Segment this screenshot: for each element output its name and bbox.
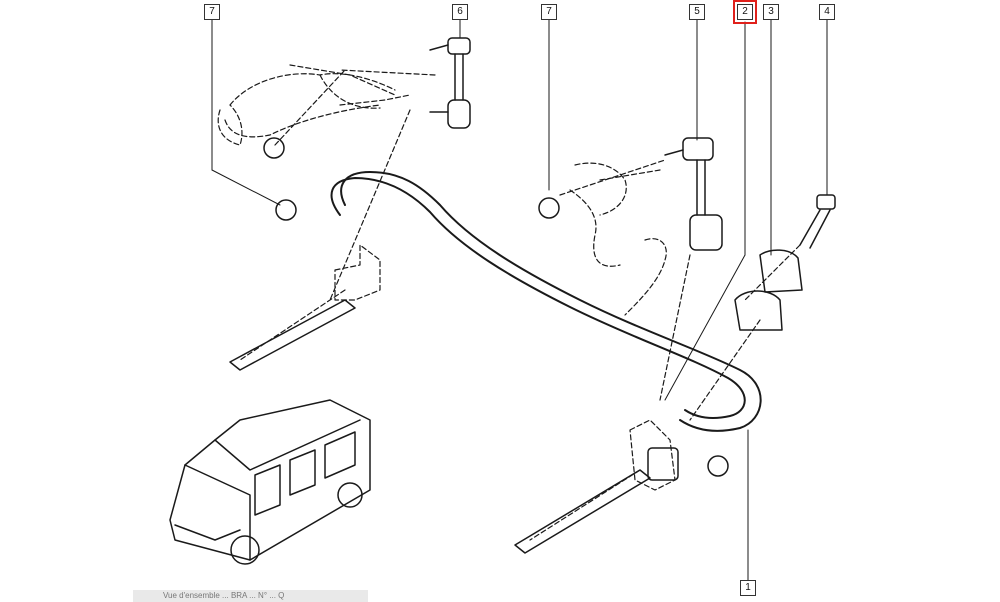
bolt — [799, 194, 836, 249]
van-illustration — [169, 399, 371, 565]
callout-1[interactable]: 1 — [740, 580, 756, 596]
callout-4[interactable]: 4 — [819, 4, 835, 20]
bushings — [734, 249, 803, 331]
callout-2-highlighted[interactable]: 2 — [733, 0, 757, 24]
dashed-phantom-parts — [217, 64, 801, 541]
left-link-rod — [429, 37, 471, 129]
right-link-rod — [664, 137, 723, 251]
leader-lines — [211, 19, 828, 581]
diagram-caption: Vue d'ensemble ... BRA ... N° ... Q — [133, 590, 368, 602]
callout-3[interactable]: 3 — [763, 4, 779, 20]
callout-5[interactable]: 5 — [689, 4, 705, 20]
nuts — [263, 137, 729, 477]
callout-6[interactable]: 6 — [452, 4, 468, 20]
callout-7-right[interactable]: 7 — [541, 4, 557, 20]
stabilizer-bar — [330, 171, 762, 432]
callout-7-left[interactable]: 7 — [204, 4, 220, 20]
drive-shafts — [229, 299, 679, 554]
